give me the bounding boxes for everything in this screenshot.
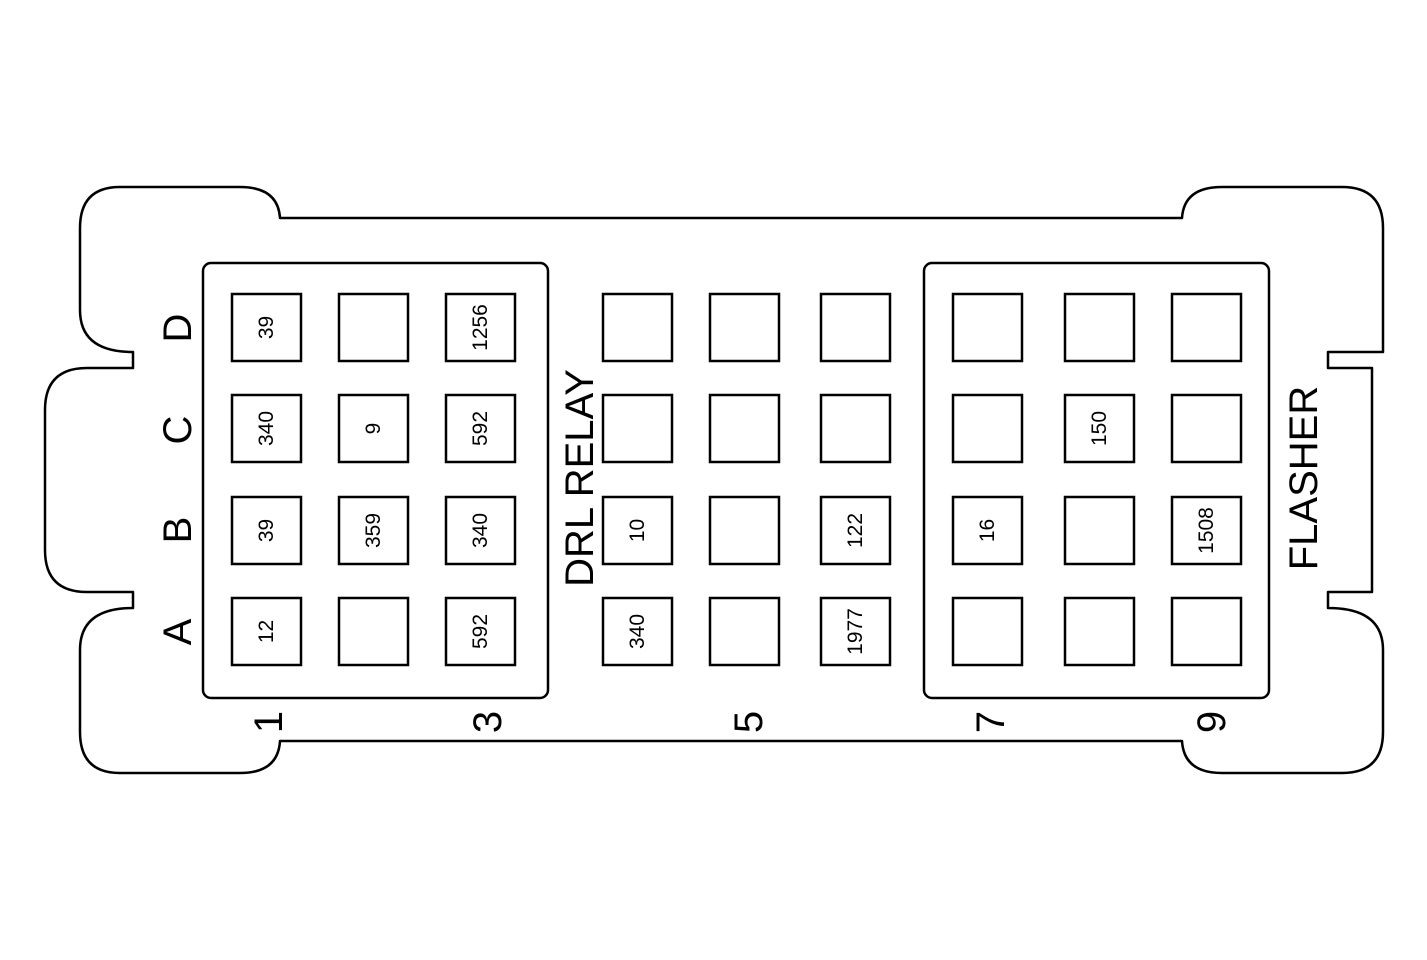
fuse-circuit-number: 16 (976, 519, 999, 542)
fuse-cell-c-6 (819, 393, 892, 464)
fuse-cell-a-7 (951, 596, 1024, 667)
fuse-cell-d-4 (601, 292, 674, 363)
fuse-circuit-number: 1256 (469, 304, 492, 351)
fuse-cell-d-9 (1170, 292, 1243, 363)
row-label-d: D (156, 314, 200, 343)
fuse-cell-b-7 (951, 495, 1024, 566)
fuse-circuit-number: 10 (626, 519, 649, 542)
column-label-1: 1 (247, 711, 291, 733)
left-fuse-section (201, 261, 550, 700)
fuse-cell-c-1 (230, 393, 303, 464)
fuse-cell-c-9 (1170, 393, 1243, 464)
right-fuse-section (922, 261, 1271, 700)
fuse-cell-b-2 (337, 495, 410, 566)
fuse-cell-d-6 (819, 292, 892, 363)
column-label-7: 7 (969, 711, 1013, 733)
fuse-cell-d-1 (230, 292, 303, 363)
fuse-cell-a-3 (444, 596, 517, 667)
fuse-cell-d-5 (708, 292, 781, 363)
fuse-circuit-number: 340 (626, 614, 649, 649)
fuse-cell-c-4 (601, 393, 674, 464)
fuse-cell-a-8 (1063, 596, 1136, 667)
fuse-circuit-number: 1508 (1195, 507, 1218, 554)
fuse-cell-b-8 (1063, 495, 1136, 566)
fuse-cell-b-1 (230, 495, 303, 566)
fuse-circuit-number: 340 (469, 513, 492, 548)
fuse-cell-c-8 (1063, 393, 1136, 464)
fuse-cell-a-5 (708, 596, 781, 667)
fuse-cell-d-2 (337, 292, 410, 363)
fuse-cell-c-7 (951, 393, 1024, 464)
fuse-circuit-number: 150 (1088, 411, 1111, 446)
fuse-cell-b-5 (708, 495, 781, 566)
fuse-circuit-number: 340 (255, 411, 278, 446)
row-label-a: A (156, 618, 200, 645)
flasher-label: FLASHER (1282, 386, 1326, 571)
fuse-circuit-number: 592 (469, 614, 492, 649)
column-label-5: 5 (727, 711, 771, 733)
fuse-cell-a-9 (1170, 596, 1243, 667)
fuse-cell-d-7 (951, 292, 1024, 363)
column-label-3: 3 (466, 711, 510, 733)
fuse-cell-a-1 (230, 596, 303, 667)
fuse-cell-a-4 (601, 596, 674, 667)
fuse-cell-d-3 (444, 292, 517, 363)
column-label-9: 9 (1190, 711, 1234, 733)
fuse-cell-b-3 (444, 495, 517, 566)
fuse-cell-b-4 (601, 495, 674, 566)
fuse-block-housing (43, 185, 1385, 775)
fuse-cell-c-3 (444, 393, 517, 464)
fuse-circuit-number: 9 (362, 423, 385, 435)
fuse-circuit-number: 12 (255, 620, 278, 643)
fuse-cell-a-2 (337, 596, 410, 667)
fuse-cell-d-8 (1063, 292, 1136, 363)
fuse-cell-b-9 (1170, 495, 1243, 566)
fuse-cell-grid: 39 1256 340 9 592 150 39 359 340 10 122 16 1508 12 592… (230, 292, 1243, 667)
row-label-c: C (156, 416, 200, 445)
fuse-circuit-number: 122 (844, 513, 867, 548)
fuse-cell-a-6 (819, 596, 892, 667)
drl-relay-label: DRL RELAY (558, 369, 602, 587)
fuse-circuit-number: 359 (362, 513, 385, 548)
fuse-circuit-number: 39 (255, 519, 278, 542)
fuse-circuit-number: 592 (469, 411, 492, 446)
fuse-cell-b-6 (819, 495, 892, 566)
fuse-cell-c-5 (708, 393, 781, 464)
row-label-b: B (156, 517, 200, 544)
fuse-circuit-number: 39 (255, 316, 278, 339)
fuse-circuit-number: 1977 (844, 608, 867, 655)
fuse-cell-c-2 (337, 393, 410, 464)
